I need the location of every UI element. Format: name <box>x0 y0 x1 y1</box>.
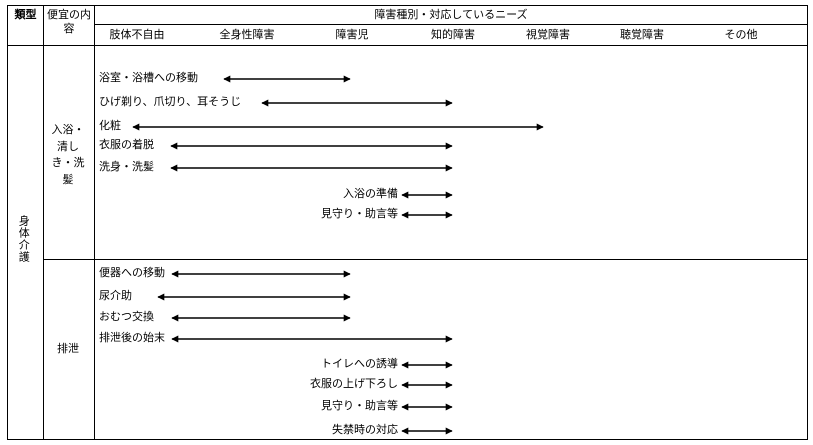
service-item-label: 見守り・助言等 <box>321 399 398 412</box>
column-header-0: 肢体不自由 <box>109 28 165 41</box>
column-header-4: 視覚障害 <box>526 28 570 41</box>
column-header-5: 聴覚障害 <box>620 28 664 41</box>
service-item-label: 見守り・助言等 <box>321 207 398 220</box>
column-header-6: その他 <box>724 28 758 41</box>
section-label-bathing-text: 入浴・清しき・洗髪 <box>51 123 85 186</box>
service-item-label: 浴室・浴槽への移動 <box>99 71 198 84</box>
service-item-label: 化粧 <box>99 119 121 132</box>
column-header-2: 障害児 <box>335 28 369 41</box>
need-title: 障害種別・対応しているニーズ <box>95 6 807 24</box>
service-item-label: おむつ交換 <box>99 310 154 323</box>
service-item-label: 尿介助 <box>99 289 132 302</box>
column-header-3: 知的障害 <box>431 28 475 41</box>
service-item-label: 排泄後の始末 <box>99 331 165 344</box>
service-item-label: 衣服の着脱 <box>99 138 154 151</box>
column-header-1: 全身性障害 <box>219 28 275 41</box>
section-label-bathing: 入浴・清しき・洗髪 <box>46 122 90 188</box>
type-header: 類型 <box>8 8 43 45</box>
category-label: 身体介護 <box>17 215 31 263</box>
service-item-label: トイレへの誘導 <box>321 357 398 370</box>
service-item-label: ひげ剃り、爪切り、耳そうじ <box>99 95 242 108</box>
content-header: 便宜の内容 <box>44 8 94 45</box>
type-header-label: 類型 <box>14 8 37 21</box>
service-item-label: 洗身・洗髪 <box>99 160 154 173</box>
content-header-label: 便宜の内容 <box>47 8 91 36</box>
service-item-label: 便器への移動 <box>99 266 165 279</box>
service-item-label: 衣服の上げ下ろし <box>310 377 398 390</box>
service-item-label: 入浴の準備 <box>343 187 398 200</box>
section-label-toileting-text: 排泄 <box>57 342 79 355</box>
service-item-label: 失禁時の対応 <box>332 423 398 436</box>
section-label-toileting: 排泄 <box>46 342 90 356</box>
need-title-label: 障害種別・対応しているニーズ <box>374 8 528 21</box>
